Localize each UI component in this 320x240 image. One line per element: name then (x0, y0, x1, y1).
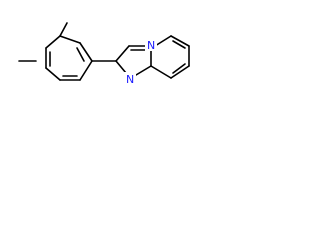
structure-canvas: N N (0, 0, 234, 106)
atom-n1-bg (145, 38, 157, 51)
bond-imid-4 (135, 65, 152, 76)
bond-pyr-inner-2 (172, 63, 186, 74)
bond-benz-7 (59, 35, 81, 44)
bond-benz-1 (45, 35, 61, 49)
bond-imid-1 (115, 45, 130, 62)
bond-pyr-1 (154, 35, 172, 47)
bond-benz-inner-3 (76, 47, 85, 62)
bond-pyr-inner-1 (172, 40, 186, 49)
molecule-structure: N N (18, 22, 190, 86)
atom-n1-label: N (147, 39, 155, 52)
bond-pyr-2 (170, 35, 190, 47)
bond-methyl-top (59, 22, 68, 37)
bond-benz-3 (45, 67, 61, 81)
bond-imid-5 (115, 60, 127, 74)
bond-pyr-5 (150, 65, 172, 79)
atom-n2-bg (124, 72, 136, 85)
bond-benz-6 (79, 42, 93, 62)
bond-benz-5 (79, 60, 93, 81)
atom-n2-label: N (126, 73, 134, 86)
bond-pyr-4 (170, 65, 190, 79)
